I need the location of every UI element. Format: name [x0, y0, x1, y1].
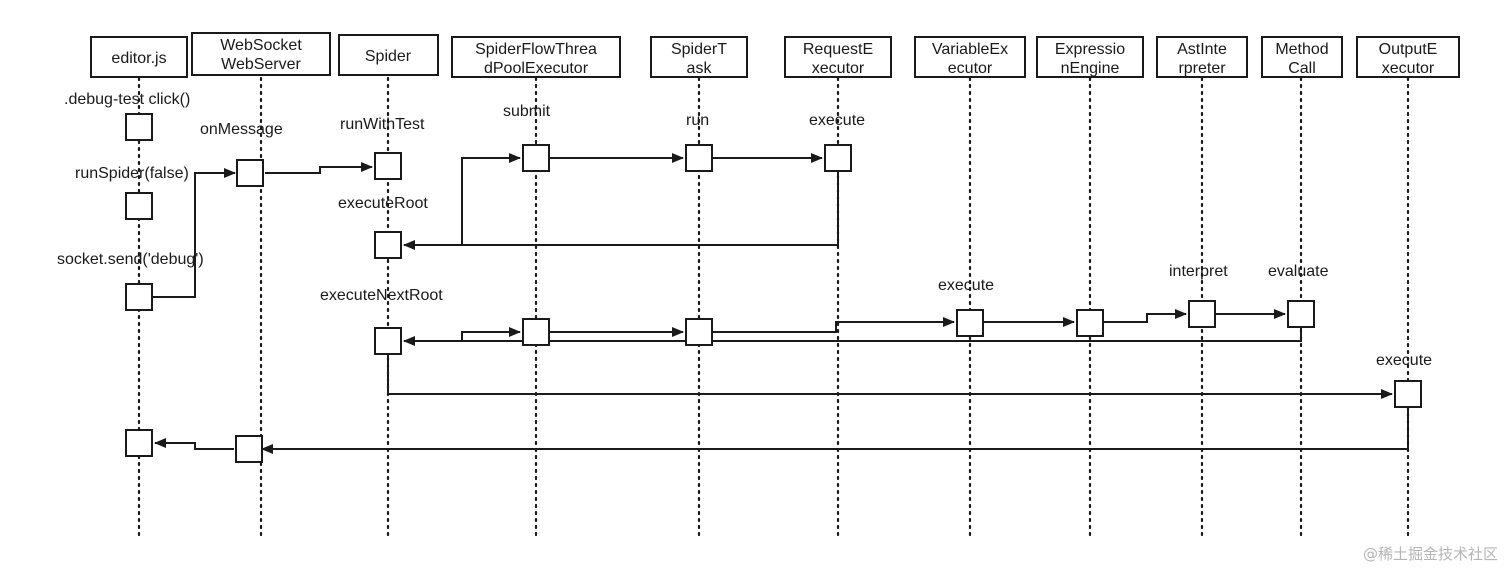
label-socket-send: socket.send('debug'): [57, 251, 204, 268]
label-run-with-test: runWithTest: [340, 116, 425, 133]
message-next-root-request: [713, 317, 955, 333]
participant-expression: Expressio nEngine: [1036, 36, 1144, 78]
activation-ast-interpret: [1188, 300, 1216, 328]
activation-websocket-on-message: [236, 159, 264, 187]
lifelines: [137, 76, 1410, 537]
label-execute-root: executeRoot: [338, 195, 428, 212]
activation-request-execute: [824, 144, 852, 172]
activation-spider-execute-root: [374, 231, 402, 259]
activation-variable-execute: [956, 309, 984, 337]
participant-method-line-2: Call: [1288, 60, 1316, 77]
activation-threadpool-submit: [522, 144, 550, 172]
participant-ast-line-1: AstInte: [1177, 41, 1227, 58]
message-interpret: [1104, 309, 1187, 323]
label-debug-test-click: .debug-test click(): [64, 91, 190, 108]
label-on-message: onMessage: [200, 121, 283, 138]
message-websocket-return: [154, 438, 234, 450]
activation-spider-execute-next-root: [374, 327, 402, 355]
participant-variable-line-2: ecutor: [948, 60, 993, 77]
activation-expression: [1076, 309, 1104, 337]
activation-editor-socket-send: [125, 283, 153, 311]
activation-task-run-2: [685, 318, 713, 346]
participant-websocket-line-2: WebServer: [221, 56, 301, 73]
label-execute-request: execute: [809, 112, 865, 129]
label-run-spider: runSpider(false): [75, 165, 189, 182]
message-labels: .debug-test click() runSpider(false) soc…: [57, 91, 1432, 369]
activation-method-evaluate: [1287, 300, 1315, 328]
activation-websocket-return: [235, 435, 263, 463]
label-execute-output: execute: [1376, 352, 1432, 369]
message-output-return: [261, 408, 1409, 454]
participant-method: Method Call: [1261, 36, 1343, 78]
participant-method-line-1: Method: [1275, 41, 1328, 58]
participant-threadpool: SpiderFlowThrea dPoolExecutor: [451, 36, 621, 78]
participant-spider: Spider: [338, 34, 439, 76]
activation-threadpool-submit-2: [522, 318, 550, 346]
activation-editor-run-spider: [125, 192, 153, 220]
participant-output-line-2: xecutor: [1382, 60, 1435, 77]
participant-expression-line-1: Expressio: [1055, 41, 1125, 58]
participant-request: RequestE xecutor: [784, 36, 892, 78]
label-submit: submit: [503, 103, 551, 120]
activation-editor-return: [125, 429, 153, 457]
participant-variable-line-1: VariableEx: [932, 41, 1008, 58]
participant-request-line-2: xecutor: [812, 60, 865, 77]
activation-output-execute: [1394, 380, 1422, 408]
participant-ast-line-2: rpreter: [1178, 60, 1226, 77]
participant-task-line-2: ask: [687, 60, 713, 77]
participant-variable: VariableEx ecutor: [914, 36, 1026, 78]
participant-ast: AstInte rpreter: [1156, 36, 1248, 78]
message-execute-root-return: [403, 172, 839, 250]
participant-expression-line-2: nEngine: [1061, 60, 1120, 77]
participant-request-line-1: RequestE: [803, 41, 873, 58]
activations: [125, 113, 1422, 463]
participant-websocket-line-1: WebSocket: [220, 37, 302, 54]
message-next-root-submit: [461, 327, 521, 341]
messages: [152, 153, 1409, 454]
participant-spider-line-1: Spider: [365, 48, 412, 65]
message-socket-send: [152, 168, 236, 298]
label-interpret: interpret: [1169, 263, 1228, 280]
participant-editor: editor.js: [90, 36, 188, 78]
label-run: run: [686, 112, 709, 129]
participant-editor-line-1: editor.js: [111, 50, 166, 67]
participant-threadpool-line-1: SpiderFlowThrea: [475, 41, 597, 58]
activation-task-run: [685, 144, 713, 172]
participant-task-line-1: SpiderT: [671, 41, 727, 58]
label-execute-next-root: executeNextRoot: [320, 287, 443, 304]
activation-spider-run-with-test: [374, 152, 402, 180]
participant-output-line-1: OutputE: [1379, 41, 1438, 58]
message-output-execute: [387, 355, 1393, 399]
label-execute-variable: execute: [938, 277, 994, 294]
label-evaluate: evaluate: [1268, 263, 1329, 280]
participant-output: OutputE xecutor: [1356, 36, 1460, 78]
message-submit: [461, 153, 521, 245]
participant-websocket: WebSocket WebServer: [191, 32, 331, 76]
message-on-message: [265, 162, 373, 174]
activation-editor-debug-test: [125, 113, 153, 141]
watermark: @稀土掘金技术社区: [1362, 545, 1498, 563]
participant-task: SpiderT ask: [650, 36, 748, 78]
participant-threadpool-line-2: dPoolExecutor: [484, 60, 589, 77]
